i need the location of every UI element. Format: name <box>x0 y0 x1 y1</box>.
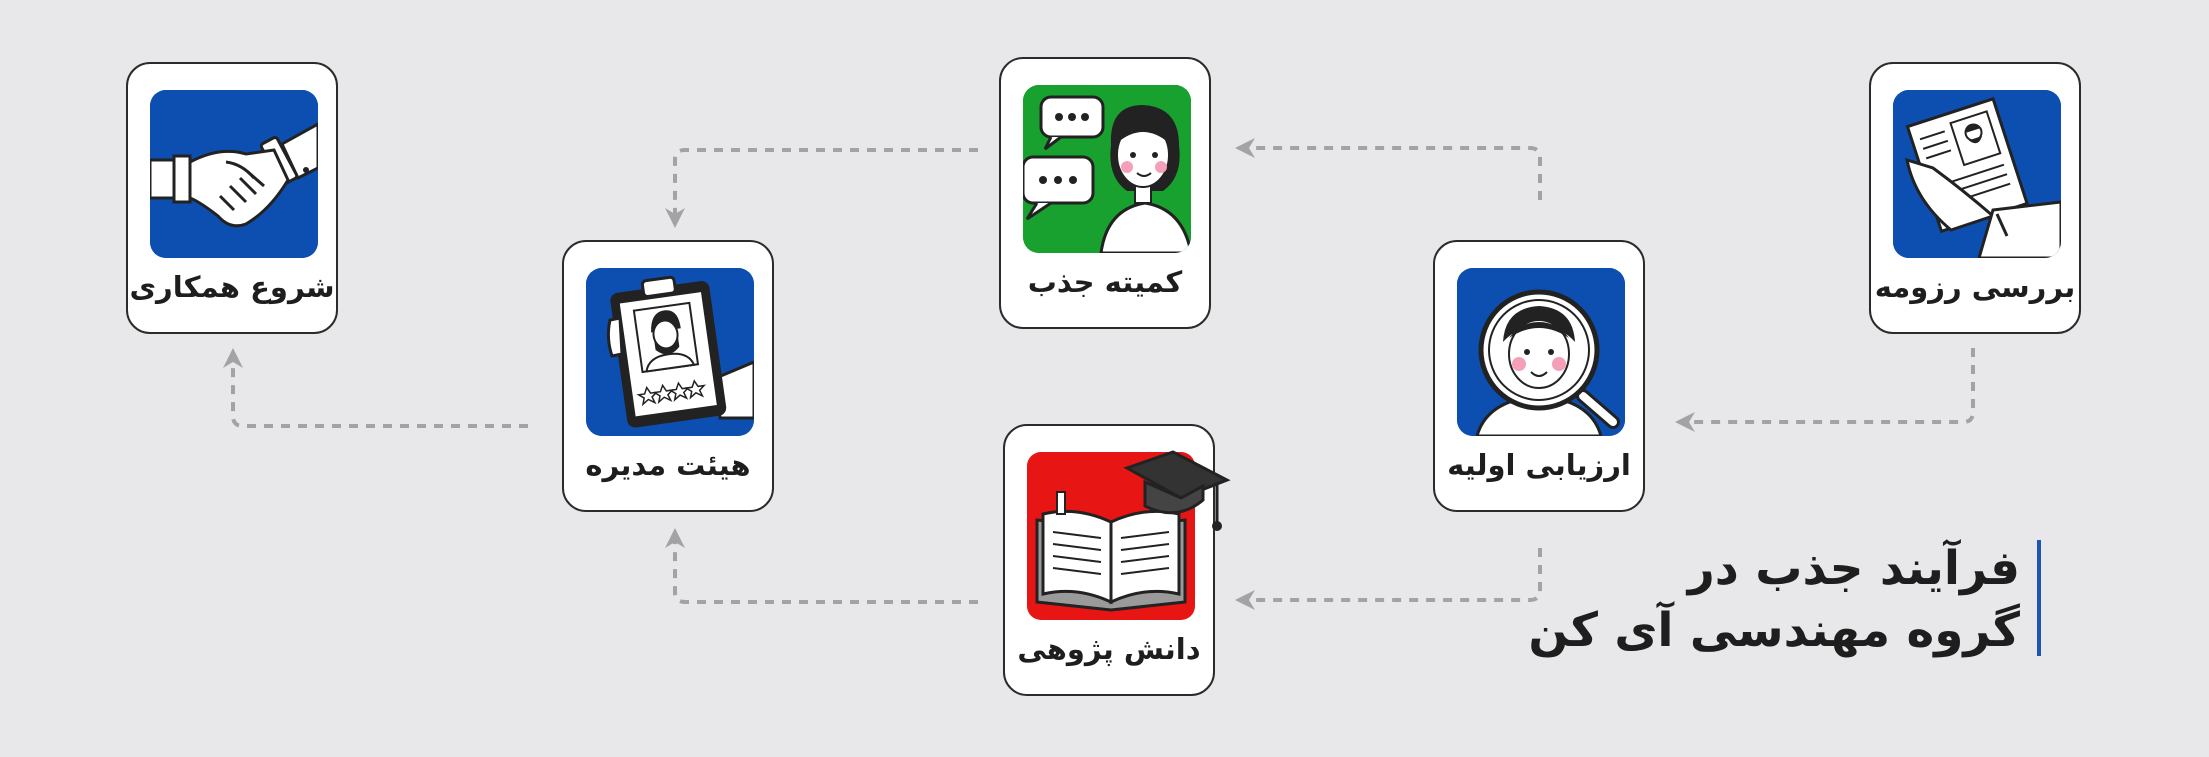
connector-assessment-to-committee <box>1235 138 1542 200</box>
title-line-1: فرآیند جذب در <box>1687 541 2020 596</box>
step-label: هیئت مدیره <box>585 448 751 482</box>
resume-review-icon <box>1893 90 2061 258</box>
connector-resume-to-assessment <box>1675 348 1975 432</box>
connector-research-to-board <box>665 528 978 604</box>
book-graduation-cap-icon <box>1027 450 1231 620</box>
step-label: دانش پژوهی <box>1017 632 1201 666</box>
title-accent-bar <box>2037 540 2041 656</box>
step-card-research: دانش پژوهی <box>1003 424 1231 696</box>
connector-board-to-start <box>223 348 528 428</box>
step-card-board-of-directors: هیئت مدیره <box>562 240 774 512</box>
chat-person-icon <box>1023 85 1191 253</box>
step-card-start-cooperation: شروع همکاری <box>126 62 338 334</box>
step-card-recruitment-committee: کمیته جذب <box>999 57 1211 329</box>
step-card-resume-review: بررسی رزومه <box>1869 62 2081 334</box>
handshake-icon <box>150 90 318 258</box>
step-label: بررسی رزومه <box>1874 270 2076 304</box>
connector-committee-to-board <box>665 148 978 228</box>
magnifier-person-icon <box>1457 268 1625 436</box>
step-label: شروع همکاری <box>129 270 335 304</box>
step-card-initial-assessment: ارزیابی اولیه <box>1433 240 1645 512</box>
step-label: کمیته جذب <box>1027 265 1183 299</box>
clipboard-rating-icon <box>586 268 754 436</box>
diagram-title: فرآیند جذب در گروه مهندسی آی کن <box>1520 538 2020 662</box>
title-line-2: گروه مهندسی آی کن <box>1528 603 2020 658</box>
step-label: ارزیابی اولیه <box>1447 448 1631 482</box>
connector-assessment-to-research <box>1235 548 1542 610</box>
